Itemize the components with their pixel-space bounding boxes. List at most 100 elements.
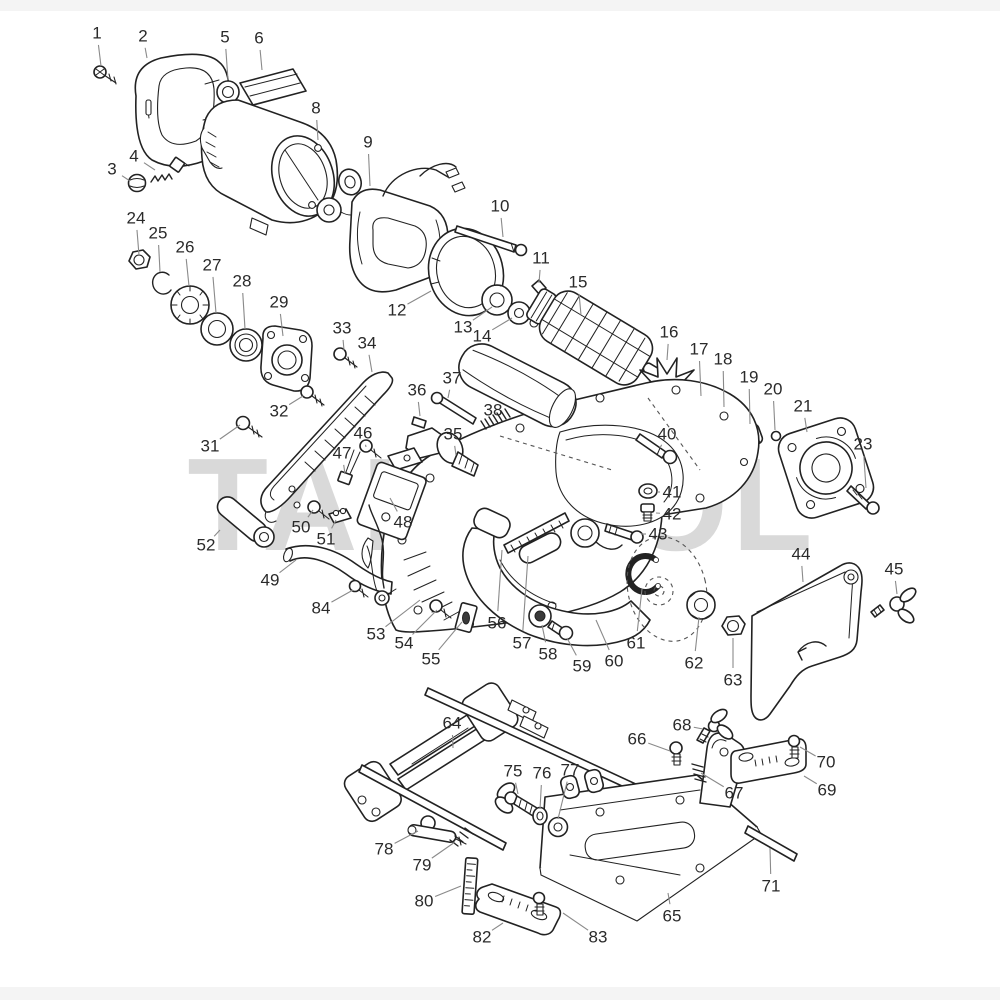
part-number-label-77: 77	[561, 761, 580, 780]
part-62-flange-nut	[686, 590, 716, 620]
part-number-label-76: 76	[533, 764, 552, 783]
guide-rod-upper	[424, 687, 639, 793]
leader-line-71	[769, 847, 772, 875]
part-number-label-52: 52	[197, 536, 216, 555]
part-number-label-21: 21	[794, 397, 813, 416]
leader-line-12	[407, 290, 432, 305]
part-47-terminal	[337, 449, 361, 486]
leader-line-10	[500, 217, 504, 238]
leader-line-8	[316, 119, 319, 141]
part-77-washer	[547, 816, 569, 838]
part-23-screw	[846, 485, 880, 515]
part-number-label-35: 35	[444, 425, 463, 444]
part-number-label-5: 5	[220, 28, 229, 47]
leader-line-13	[472, 306, 493, 321]
part-number-label-37: 37	[443, 369, 462, 388]
leader-line-83	[562, 912, 589, 931]
leader-line-70	[799, 746, 816, 757]
part-number-label-23: 23	[854, 435, 873, 454]
part-42-bolt	[640, 503, 655, 522]
part-20-pin	[770, 430, 782, 442]
leader-line-68	[693, 726, 704, 730]
leader-line-77	[557, 781, 568, 820]
leader-line-11	[538, 269, 541, 284]
part-number-label-41: 41	[663, 483, 682, 502]
part-number-label-33: 33	[333, 319, 352, 338]
part-29-bearing-box	[260, 325, 313, 392]
part-76-washer	[532, 806, 548, 826]
leader-line-82	[491, 922, 504, 931]
leader-line-27	[212, 276, 217, 314]
leader-line-60	[595, 619, 610, 651]
part-66-screw	[669, 741, 683, 766]
part-65-base-plate	[539, 768, 762, 922]
leader-line-37	[447, 389, 451, 399]
leader-line-4	[143, 162, 156, 171]
part-number-label-14: 14	[473, 327, 492, 346]
part-number-label-4: 4	[129, 147, 138, 166]
part-number-label-67: 67	[725, 784, 744, 803]
leader-line-55	[438, 621, 463, 651]
part-number-label-82: 82	[473, 928, 492, 947]
leader-line-75	[515, 782, 519, 795]
leader-line-33	[342, 339, 345, 351]
leader-line-49	[279, 559, 297, 574]
part-number-label-3: 3	[107, 160, 116, 179]
part-number-label-79: 79	[413, 856, 432, 875]
part-44-blade-cover	[750, 562, 863, 721]
part-number-label-56: 56	[488, 614, 507, 633]
part-number-label-62: 62	[685, 654, 704, 673]
part-number-label-83: 83	[589, 928, 608, 947]
part-40-bolt	[635, 433, 678, 465]
part-number-label-78: 78	[375, 840, 394, 859]
part-4-carbon-brush-spring	[150, 156, 190, 183]
part-58-bushing	[528, 604, 552, 628]
part-13-ball-bearing	[481, 284, 513, 316]
part-number-label-71: 71	[762, 877, 781, 896]
part-6-name-plate	[239, 68, 307, 106]
leader-line-32	[288, 395, 304, 406]
guide-rod-lower	[358, 764, 507, 851]
part-number-label-32: 32	[270, 402, 289, 421]
leader-line-2	[144, 47, 148, 59]
part-number-label-75: 75	[504, 762, 523, 781]
part-number-label-16: 16	[660, 323, 679, 342]
leader-line-84	[331, 589, 354, 603]
part-54-screw	[429, 599, 452, 619]
part-1-screw	[93, 65, 117, 85]
saw-blade-dashed-outline	[626, 536, 708, 642]
part-number-label-45: 45	[885, 560, 904, 579]
part-number-label-28: 28	[233, 272, 252, 291]
leader-line-50	[307, 509, 314, 518]
leader-line-40	[659, 444, 663, 449]
leader-line-15	[578, 293, 582, 316]
leader-line-23	[863, 455, 867, 489]
part-number-label-47: 47	[333, 444, 352, 463]
leader-line-66	[648, 742, 671, 752]
part-75-wing-bolt	[494, 782, 538, 817]
part-number-label-65: 65	[663, 907, 682, 926]
leader-line-80	[434, 885, 462, 898]
part-56-spring	[503, 512, 570, 554]
part-number-label-6: 6	[254, 29, 263, 48]
part-84-screw-eyelet	[348, 579, 397, 606]
leader-line-79	[431, 841, 456, 859]
leader-line-18	[722, 370, 725, 408]
part-26-gear	[170, 285, 210, 325]
part-number-label-8: 8	[311, 99, 320, 118]
part-28-bearing	[229, 328, 263, 362]
part-45-wing-bolt	[870, 587, 917, 624]
part-number-label-66: 66	[628, 730, 647, 749]
part-number-label-59: 59	[573, 657, 592, 676]
leader-line-19	[748, 388, 751, 425]
part-number-label-29: 29	[270, 293, 289, 312]
part-2-rear-cover	[134, 53, 230, 168]
part-25-snap-ring	[151, 271, 172, 295]
part-housing-grip	[458, 343, 577, 428]
leader-line-26	[185, 258, 190, 287]
part-41-washer	[638, 483, 658, 499]
leader-line-16	[666, 343, 669, 361]
page-edge-top	[0, 0, 1000, 11]
leader-line-24	[136, 229, 140, 256]
